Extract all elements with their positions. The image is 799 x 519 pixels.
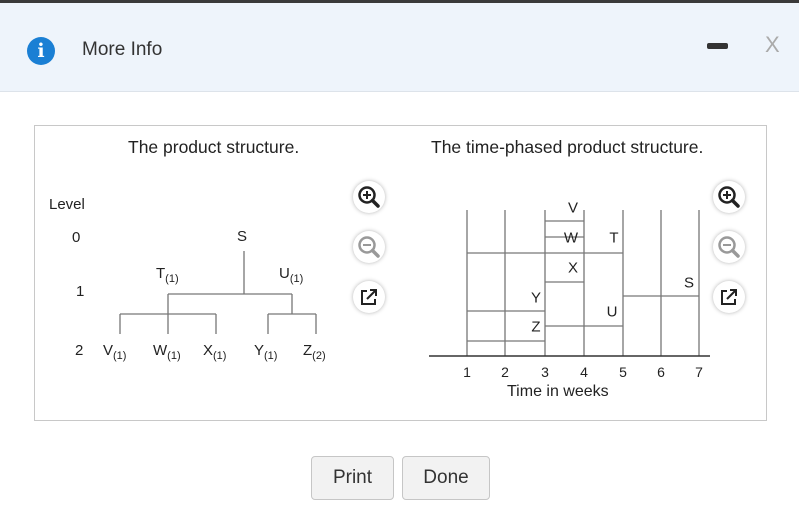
popout-button-left[interactable] — [353, 281, 385, 313]
level-0-label: 0 — [72, 229, 81, 246]
window-top-border — [0, 0, 799, 3]
dialog-header: i More Info X — [0, 3, 799, 92]
node-w: W(1) — [153, 342, 181, 362]
zoom-out-button-right[interactable] — [713, 231, 745, 263]
minimize-icon[interactable] — [707, 43, 728, 49]
tick-label: 7 — [695, 364, 703, 380]
tick-label: 2 — [501, 364, 509, 380]
bar-label-y: Y — [530, 289, 542, 307]
popout-icon — [721, 289, 737, 305]
bar-label-s: S — [683, 274, 695, 292]
node-v: V(1) — [103, 342, 127, 362]
zoom-in-icon — [718, 186, 740, 208]
bar-label-t: T — [609, 229, 619, 247]
bar-label-v: V — [567, 199, 579, 217]
zoom-in-icon — [358, 186, 380, 208]
node-u: U(1) — [279, 265, 304, 285]
node-z: Z(2) — [303, 342, 326, 362]
zoom-in-button-left[interactable] — [353, 181, 385, 213]
tick-label: 3 — [541, 364, 549, 380]
level-header: Level — [49, 196, 85, 213]
content-frame — [34, 125, 767, 421]
done-button[interactable]: Done — [402, 456, 490, 500]
zoom-out-button-left[interactable] — [353, 231, 385, 263]
popout-icon — [361, 289, 377, 305]
node-t: T(1) — [156, 265, 179, 285]
bar-label-z: Z — [531, 318, 541, 336]
level-2-label: 2 — [75, 342, 84, 359]
popout-button-right[interactable] — [713, 281, 745, 313]
node-x: X(1) — [203, 342, 227, 362]
info-icon: i — [27, 37, 55, 65]
print-button[interactable]: Print — [311, 456, 394, 500]
x-axis-label: Time in weeks — [507, 383, 609, 400]
close-icon[interactable]: X — [765, 32, 780, 57]
dialog-title: More Info — [82, 39, 163, 60]
tick-label: 5 — [619, 364, 627, 380]
bar-label-u: U — [606, 303, 618, 321]
node-s: S — [237, 228, 248, 245]
bar-label-x: X — [567, 259, 579, 277]
product-structure-title: The product structure. — [128, 137, 300, 157]
tick-label: 6 — [657, 364, 665, 380]
tick-label: 4 — [580, 364, 588, 380]
zoom-in-button-right[interactable] — [713, 181, 745, 213]
zoom-out-icon — [358, 236, 380, 258]
node-y: Y(1) — [254, 342, 278, 362]
bar-label-w: W — [563, 229, 579, 247]
time-phased-title: The time-phased product structure. — [431, 137, 704, 157]
level-1-label: 1 — [76, 283, 85, 300]
zoom-out-icon — [718, 236, 740, 258]
tick-label: 1 — [463, 364, 471, 380]
